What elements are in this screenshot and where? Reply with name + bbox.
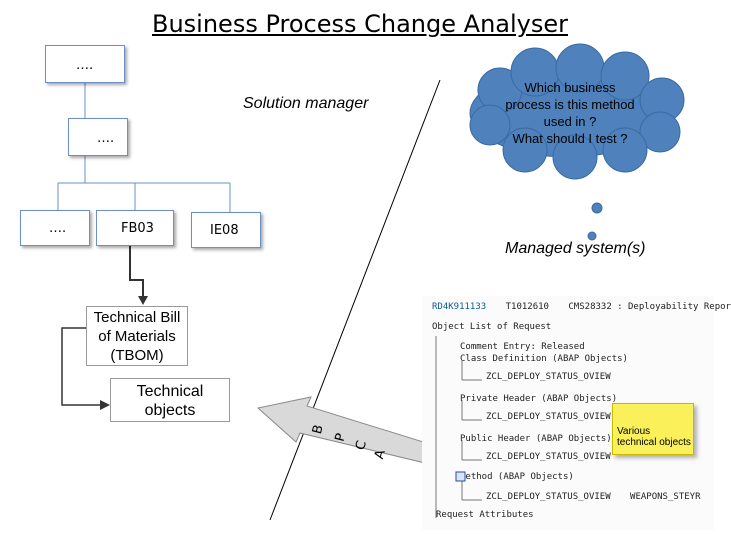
divider-line — [269, 79, 441, 521]
tree-fb03-box: FB03 — [96, 210, 174, 246]
tree-ie08-box: IE08 — [191, 212, 261, 248]
sap-tree-lines — [435, 336, 482, 518]
page-title: Business Process Change Analyser — [152, 10, 568, 38]
tree-ie08-label: IE08 — [210, 223, 239, 238]
sap-row-4: Private Header (ABAP Objects) — [460, 394, 618, 404]
sap-row-10: Request Attributes — [436, 510, 534, 520]
tbom-line-2: of Materials — [98, 328, 176, 345]
tbom-to-objects-arrow — [61, 327, 100, 406]
tech-objects-line-1: Technical — [136, 383, 204, 400]
sap-header-id: RD4K911133 — [432, 302, 487, 312]
managed-system-label: Managed system(s) — [505, 240, 646, 257]
sap-header-mid: T1012610 — [505, 302, 549, 312]
sap-row-7: ZCL_DEPLOY_STATUS_OVIEW — [486, 452, 611, 462]
tbom-arrowhead — [100, 400, 110, 410]
solution-manager-label: Solution manager — [243, 95, 369, 112]
tbom-line-1: Technical Bill — [93, 309, 181, 326]
cloud-line-1: Which business — [524, 80, 616, 95]
sticky-line-2: technical objects — [617, 437, 691, 448]
bpca-arrow — [256, 396, 434, 464]
tree-root-label: …. — [76, 58, 94, 73]
tbom-box: Technical Bill of Materials (TBOM) — [86, 306, 188, 366]
technical-objects-box: Technical objects — [110, 378, 230, 422]
sap-row-6: Public Header (ABAP Objects) — [460, 434, 612, 444]
fb03-arrowhead — [138, 296, 148, 305]
sap-row-0: Object List of Request — [432, 322, 552, 332]
tree-root-box: …. — [45, 45, 125, 83]
tbom-line-3: (TBOM) — [110, 347, 164, 364]
sticky-line-1: Various — [617, 426, 651, 437]
sap-row-9: ZCL_DEPLOY_STATUS_OVIEW WEAPONS_STEYR — [486, 492, 701, 502]
tree-leaf-left-box: …. — [20, 210, 90, 246]
tech-objects-line-2: objects — [144, 402, 196, 419]
cloud-tail-large — [591, 202, 603, 214]
tree-fb03-label: FB03 — [121, 221, 154, 236]
cloud-shape — [469, 43, 685, 180]
cloud-line-3: used in ? — [543, 114, 597, 129]
cloud-tail-mid — [587, 231, 597, 241]
sap-row-8: Method (ABAP Objects) — [460, 472, 574, 482]
sap-header-right: CMS28332 : Deployability Repor — [568, 302, 731, 312]
sap-row-3: ZCL_DEPLOY_STATUS_OVIEW — [486, 372, 611, 382]
sap-row-9-suffix: WEAPONS_STEYR — [630, 492, 701, 502]
sap-method-icon — [455, 471, 466, 482]
sticky-note: Various technical objects — [612, 403, 694, 455]
tree-level2-box: …. — [68, 118, 128, 156]
tree-level2-label: …. — [97, 131, 115, 146]
sap-header: RD4K911133 T1012610 CMS28332 : Deployabi… — [432, 302, 731, 312]
cloud-line-4: What should I test ? — [512, 131, 628, 146]
cloud-line-2: process is this method — [505, 97, 635, 112]
fb03-to-tbom-arrow — [129, 245, 144, 298]
sap-row-2: Class Definition (ABAP Objects) — [460, 354, 628, 364]
cloud-question: Which business process is this method us… — [494, 79, 646, 147]
sap-row-5: ZCL_DEPLOY_STATUS_OVIEW — [486, 412, 611, 422]
tree-leaf-left-label: …. — [49, 221, 67, 236]
sap-row-1: Comment Entry: Released — [460, 342, 585, 352]
sap-row-9-name: ZCL_DEPLOY_STATUS_OVIEW — [486, 492, 611, 502]
